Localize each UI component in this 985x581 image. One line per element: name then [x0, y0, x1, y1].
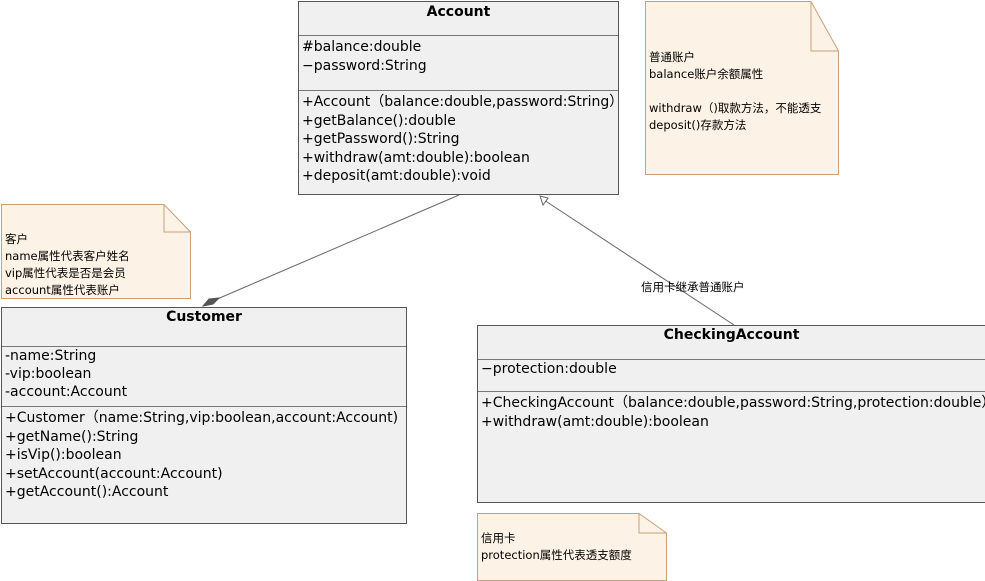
inheritance-arrowhead	[539, 195, 549, 207]
note-account[interactable]: 普通账户 balance账户余额属性 withdraw（)取款方法，不能透支 d…	[645, 1, 839, 175]
attribute: −password:String	[302, 57, 427, 74]
note-line: 普通账户	[649, 50, 695, 64]
attribute: #balance:double	[302, 39, 422, 55]
operations-section: +CheckingAccount（balance:double,password…	[478, 392, 985, 434]
note-line: 信用卡	[481, 531, 516, 545]
inheritance-label: 信用卡继承普通账户	[641, 280, 745, 294]
operation: +Account（balance:double,password:String）	[302, 94, 624, 110]
note-line: account属性代表账户	[5, 283, 120, 297]
note-line: 客户	[5, 232, 28, 246]
composition-line	[214, 194, 460, 301]
class-name: Customer	[2, 308, 406, 347]
attribute: -name:String	[5, 348, 97, 364]
operation: +isVip():boolean	[5, 447, 122, 463]
class-checking-account[interactable]: CheckingAccount −protection:double +Chec…	[477, 325, 985, 503]
attributes-section: −protection:double	[478, 360, 985, 392]
attributes-section: #balance:double −password:String	[299, 36, 618, 91]
note-line: deposit()存款方法	[649, 118, 747, 132]
note-line	[649, 83, 821, 100]
note-shape	[645, 1, 839, 175]
class-name: CheckingAccount	[478, 326, 985, 360]
note-line: withdraw（)取款方法，不能透支	[649, 101, 822, 115]
operations-section: +Account（balance:double,password:String）…	[299, 91, 624, 189]
note-shape	[477, 513, 667, 581]
operation: +getBalance():double	[302, 112, 456, 129]
note-line: vip属性代表是否是会员	[5, 266, 126, 280]
operation: +getName():String	[5, 428, 139, 445]
attributes-section: -name:String -vip:boolean -account:Accou…	[2, 347, 406, 407]
note-text: 普通账户 balance账户余额属性 withdraw（)取款方法，不能透支 d…	[649, 49, 821, 134]
attribute: -account:Account	[5, 384, 128, 400]
note-line: balance账户余额属性	[649, 67, 764, 81]
note-line: name属性代表客户姓名	[5, 249, 130, 263]
composition-diamond	[201, 297, 221, 307]
operation: +deposit(amt:double):void	[302, 168, 491, 184]
note-text: 客户 name属性代表客户姓名 vip属性代表是否是会员 account属性代表…	[5, 231, 130, 299]
class-name: Account	[299, 2, 618, 36]
operation: +getPassword():String	[302, 131, 460, 147]
operation: +Customer（name:String,vip:boolean,accoun…	[5, 410, 399, 426]
note-checking-account[interactable]: 信用卡 protection属性代表透支额度	[477, 513, 667, 581]
inheritance-line	[543, 199, 735, 326]
operation: +withdraw(amt:double):boolean	[302, 149, 530, 166]
operation: +getAccount():Account	[5, 484, 169, 500]
note-customer[interactable]: 客户 name属性代表客户姓名 vip属性代表是否是会员 account属性代表…	[1, 204, 191, 299]
operation: +CheckingAccount（balance:double,password…	[481, 395, 985, 411]
operations-section: +Customer（name:String,vip:boolean,accoun…	[2, 407, 406, 505]
note-text: 信用卡 protection属性代表透支额度	[481, 530, 632, 564]
class-customer[interactable]: Customer -name:String -vip:boolean -acco…	[1, 307, 407, 524]
note-shape	[1, 204, 191, 299]
operation: +setAccount(account:Account)	[5, 465, 223, 482]
attribute: -vip:boolean	[5, 366, 92, 382]
attribute: −protection:double	[481, 361, 617, 377]
note-line: protection属性代表透支额度	[481, 548, 632, 562]
operation: +withdraw(amt:double):boolean	[481, 413, 709, 430]
class-account[interactable]: Account #balance:double −password:String…	[298, 1, 624, 195]
